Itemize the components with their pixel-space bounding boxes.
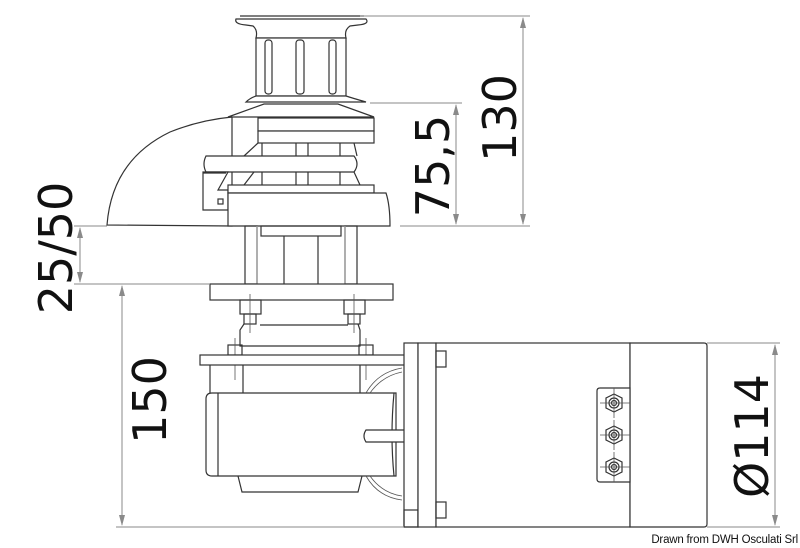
dimension-diameter-114 bbox=[707, 342, 780, 528]
gearbox bbox=[199, 354, 418, 501]
mounting-flange bbox=[209, 283, 394, 380]
dimension-75-5 bbox=[370, 102, 462, 225]
gypsy-housing bbox=[106, 103, 391, 227]
terminal-nut-2 bbox=[600, 420, 630, 450]
dimension-25-50 bbox=[74, 225, 210, 285]
dimension-label-75-5: 75,5 bbox=[406, 115, 460, 217]
dimension-label-130: 130 bbox=[473, 74, 527, 162]
electric-motor bbox=[403, 342, 708, 528]
dimension-130 bbox=[360, 15, 530, 227]
deck-shaft bbox=[244, 225, 358, 285]
dimension-150 bbox=[116, 285, 404, 528]
dimension-label-25-50: 25/50 bbox=[29, 182, 83, 315]
dimension-label-150: 150 bbox=[123, 356, 177, 444]
capstan-drum bbox=[235, 15, 368, 103]
terminal-nut-3 bbox=[600, 452, 630, 482]
terminal-block bbox=[596, 387, 631, 483]
terminal-nut-1 bbox=[600, 388, 630, 418]
dimension-label-diameter-114: Ø114 bbox=[725, 374, 779, 498]
drawing-credit: Drawn from DWH Osculati Srl bbox=[651, 534, 798, 546]
